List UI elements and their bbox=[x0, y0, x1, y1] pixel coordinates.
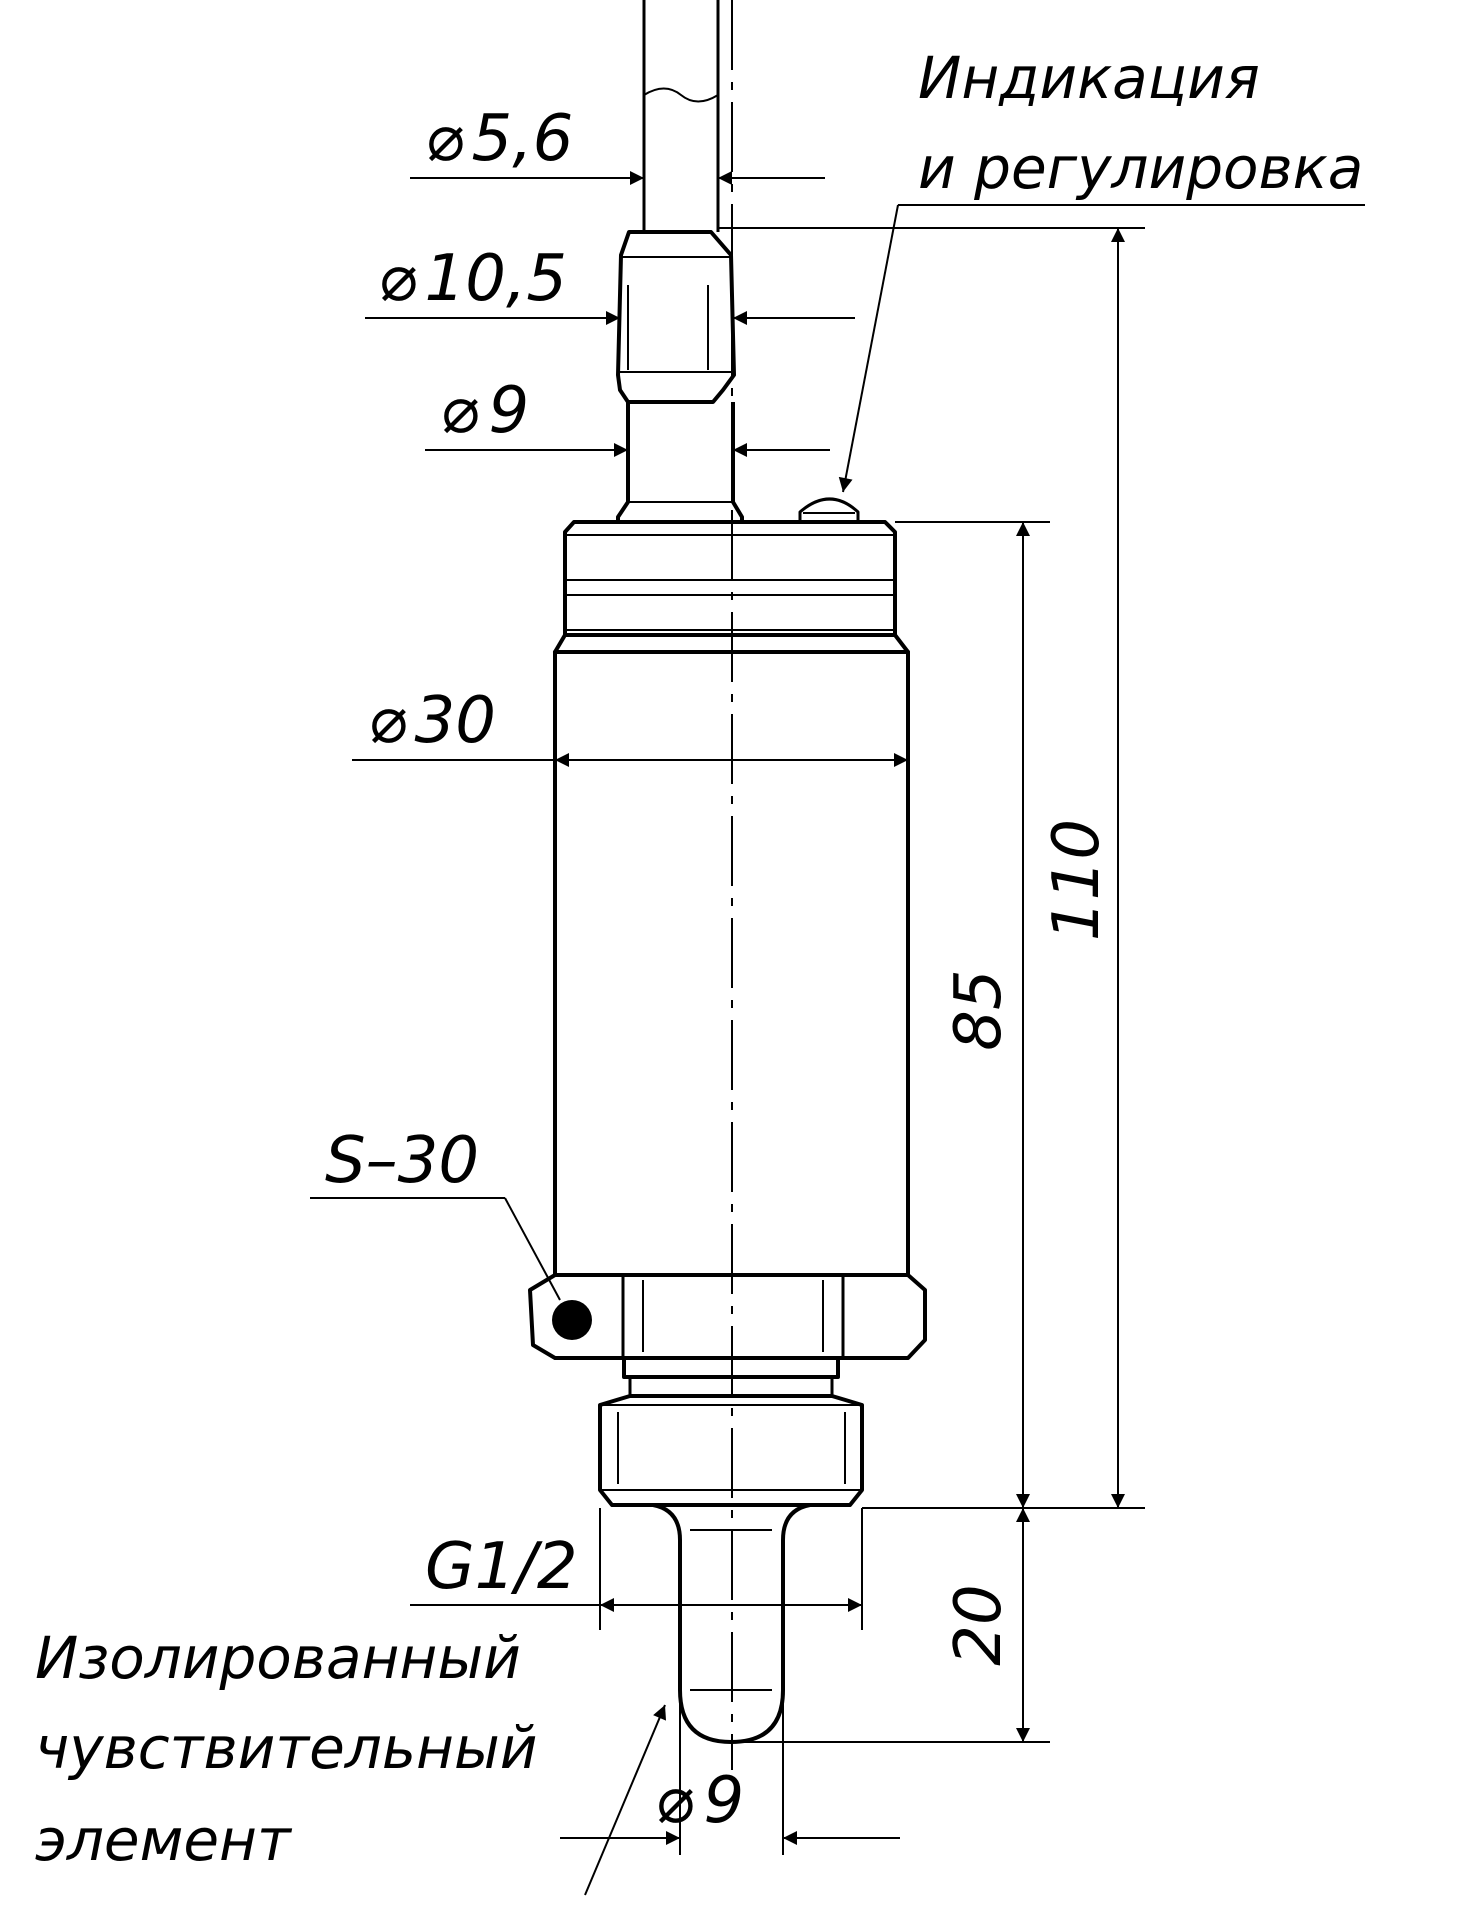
label-wrench: S–30 bbox=[325, 1124, 479, 1198]
label-probe-length: 20 bbox=[942, 1584, 1016, 1665]
hex-nut bbox=[528, 1273, 927, 1360]
sensor-head bbox=[553, 520, 910, 654]
leader-element bbox=[584, 1704, 667, 1896]
leader-wrench bbox=[310, 1197, 561, 1301]
label-cable-dia: ⌀5,6 bbox=[425, 102, 573, 176]
label-body-length: 85 bbox=[942, 969, 1016, 1050]
callout-indication-line1: Индикация bbox=[918, 44, 1260, 112]
dim-total-length bbox=[718, 227, 1145, 1509]
dim-probe-dia bbox=[560, 1690, 900, 1855]
dim-probe-length bbox=[731, 1508, 1050, 1743]
label-probe-dia: ⌀9 bbox=[655, 1764, 744, 1838]
cable bbox=[642, 0, 720, 232]
sensor-neck bbox=[616, 402, 744, 524]
label-gland-dia: ⌀10,5 bbox=[378, 242, 567, 316]
dim-body-length bbox=[895, 521, 1050, 1508]
cable-gland bbox=[616, 230, 736, 404]
callout-indication-line2: и регулировка bbox=[918, 134, 1363, 202]
label-total-length: 110 bbox=[1040, 819, 1114, 941]
label-body-dia: ⌀30 bbox=[368, 684, 496, 758]
label-neck-dia: ⌀9 bbox=[440, 374, 529, 448]
leader-indication bbox=[838, 204, 1365, 493]
dim-thread bbox=[410, 1508, 863, 1630]
indication-button bbox=[798, 497, 860, 522]
callout-element-line3: элемент bbox=[35, 1806, 293, 1874]
threaded-fitting bbox=[598, 1358, 864, 1507]
label-thread: G1/2 bbox=[425, 1530, 578, 1604]
seal-dot-icon bbox=[552, 1300, 592, 1340]
callout-element-line1: Изолированный bbox=[35, 1624, 521, 1692]
callout-element-line2: чувствительный bbox=[35, 1714, 537, 1782]
